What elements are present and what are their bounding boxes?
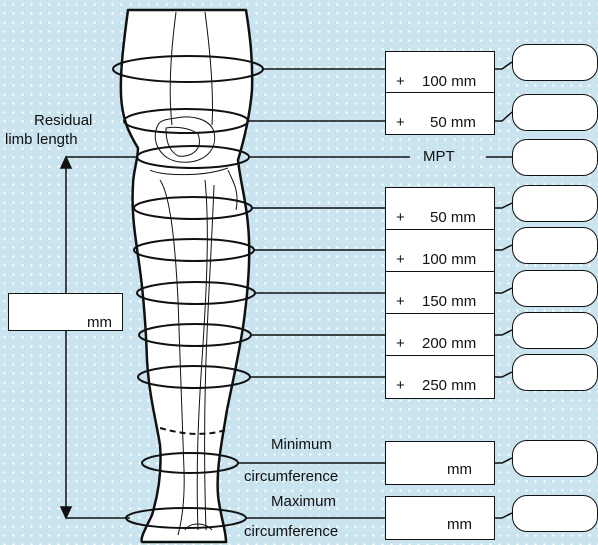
level-box-plus-50[interactable]: + 50 mm (385, 187, 495, 231)
length-arrow (61, 157, 138, 518)
level-box-plus-200[interactable]: + 200 mm (385, 313, 495, 357)
maximum-circumference-field[interactable]: mm (385, 496, 495, 540)
circumference-entry-7[interactable] (512, 354, 598, 391)
circumference-entry-mpt[interactable] (512, 139, 598, 176)
minimum-label-line2: circumference (244, 468, 338, 485)
residual-length-unit: mm (87, 314, 112, 331)
leg-outline (121, 10, 252, 542)
mpt-label: MPT (421, 148, 457, 165)
level-prefix: + (396, 209, 405, 226)
circumference-entry-5[interactable] (512, 270, 598, 307)
level-value: 50 mm (430, 209, 476, 226)
level-prefix: + (396, 73, 405, 90)
circumference-entry-3[interactable] (512, 185, 598, 222)
level-value: 200 mm (422, 335, 476, 352)
level-value: 100 mm (422, 73, 476, 90)
minimum-label-line1: Minimum (271, 436, 332, 453)
maximum-unit: mm (447, 516, 472, 533)
circumference-entry-1[interactable] (512, 44, 598, 81)
minimum-unit: mm (447, 461, 472, 478)
residual-label-line2: limb length (5, 131, 78, 148)
circumference-entry-minimum[interactable] (512, 440, 598, 477)
circumference-entry-maximum[interactable] (512, 495, 598, 532)
residual-length-field[interactable]: mm (8, 293, 123, 331)
level-box-plus-250[interactable]: + 250 mm (385, 355, 495, 399)
circumference-entry-6[interactable] (512, 312, 598, 349)
level-prefix: + (396, 335, 405, 352)
level-value: 50 mm (430, 114, 476, 131)
level-box-plus-50-upper[interactable]: + 50 mm (385, 92, 495, 135)
maximum-label-line2: circumference (244, 523, 338, 540)
level-value: 150 mm (422, 293, 476, 310)
level-prefix: + (396, 293, 405, 310)
level-box-plus-150[interactable]: + 150 mm (385, 271, 495, 315)
level-prefix: + (396, 377, 405, 394)
circumference-entry-2[interactable] (512, 94, 598, 131)
level-prefix: + (396, 114, 405, 131)
circumference-entry-4[interactable] (512, 227, 598, 264)
residual-label-line1: Residual (34, 112, 92, 129)
level-box-plus-100-upper[interactable]: + 100 mm (385, 51, 495, 94)
maximum-label-line1: Maximum (271, 493, 336, 510)
level-value: 250 mm (422, 377, 476, 394)
level-prefix: + (396, 251, 405, 268)
minimum-circumference-field[interactable]: mm (385, 441, 495, 485)
level-value: 100 mm (422, 251, 476, 268)
level-box-plus-100[interactable]: + 100 mm (385, 229, 495, 273)
